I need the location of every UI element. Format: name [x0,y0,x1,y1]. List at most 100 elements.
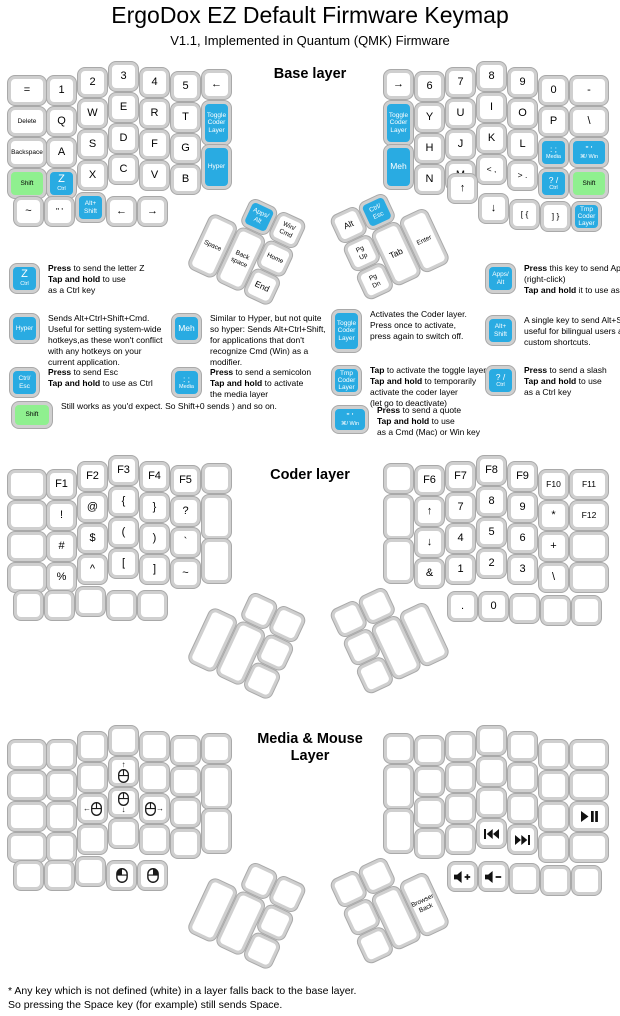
key-9: 9 [508,493,537,522]
blank-key [415,829,444,858]
key-label: " ' [585,143,593,154]
next-track-icon [515,834,530,845]
key-label: B [181,172,190,185]
key-: $ [78,524,107,553]
key-0: 0 [539,76,568,105]
key-n: N [415,165,444,194]
key-w: W [78,99,107,128]
apps-alt-key: Apps/ Alt [486,264,515,293]
layer-label-base: Base layer [273,66,347,82]
legend-line: Useful for setting system-wide [48,324,162,335]
key-label: Hyper [15,324,34,332]
key-label: 6 [519,531,526,544]
key-: = [8,76,46,105]
blank-key [107,591,136,620]
hyper-key: Hyper [10,314,39,343]
key-a: A [47,138,76,167]
right-arrow-key: → [384,70,413,99]
key-label: ( [121,525,126,538]
legend-line: Tap to activate the toggle layer. [370,365,488,375]
mouse-down-key: ↓ [109,788,138,817]
blank-key [8,532,46,561]
key-label: ↑ [459,181,466,194]
key-: ( [109,518,138,547]
left-arrow-key: ← [107,197,136,226]
key-label: # [58,539,65,552]
key-label: " ' [346,410,354,421]
key-label: G [181,141,190,154]
key-label: ← [211,77,222,90]
key-4: 4 [140,68,169,97]
shift-key: Shift [570,169,608,198]
key-: * [539,501,568,530]
blank-key [539,740,568,769]
blank-key [8,802,46,831]
semicolon-media-key: : ;Media [539,138,568,167]
key-label: ` [183,535,188,548]
legend-line: Tap and hold to use as Ctrl [48,378,153,389]
volume-down-icon [485,870,502,883]
key-f6: F6 [415,466,444,495]
key-: % [47,563,76,592]
blank-key [508,763,537,792]
blank-key [510,864,539,893]
key-2: 2 [477,549,506,578]
meh-key: Meh [172,314,201,343]
key-label: > . [517,169,528,180]
key-label: Delete [17,117,37,125]
legend-line: modifier. [210,357,243,368]
mouse-left-icon: ← [83,801,102,816]
blank-key [76,857,105,886]
key-: [ [109,549,138,578]
blank-key [202,734,231,763]
key-8: 8 [477,487,506,516]
legend-text: A single key to send Alt+Shiftuseful for… [524,315,620,348]
legend-line: with any hotkeys on your [48,346,142,357]
blank-key [446,794,475,823]
key-: } [140,493,169,522]
key-: { [109,487,138,516]
blank-key [508,732,537,761]
key-: + [539,532,568,561]
key-1: 1 [47,76,76,105]
key-i: I [477,93,506,122]
key-label: 3 [120,69,127,82]
blank-key [446,763,475,792]
key-label: : ; [182,373,191,384]
key-label: 2 [89,75,96,88]
key-label: Toggle Coder Layer [388,112,409,134]
key-label: ~ [25,204,32,217]
blank-key [572,596,601,625]
key-label: F11 [581,478,597,489]
key-label: Toggle Coder Layer [336,320,357,342]
key-label: C [119,162,128,175]
key-label: ← [116,204,127,217]
key-k: K [477,124,506,153]
key-label: 5 [488,525,495,538]
key-label: [ { [520,208,529,219]
key-sublabel: Media [179,383,194,390]
key-q: Q [47,107,76,136]
key-label: Backspace [11,148,43,156]
mouse-right-icon: → [145,801,164,816]
mouse-button-left-icon [115,868,128,883]
key-sublabel: Media [546,153,561,160]
key-x: X [78,161,107,190]
key-f8: F8 [477,456,506,485]
blank-key [446,825,475,854]
legend-line: as a Cmd (Mac) or Win key [377,427,480,438]
key-sublabel: Ctrl [57,186,66,193]
shift-key: Shift [12,402,52,428]
blank-key [8,740,46,769]
mouse-button-left-key [107,861,136,890]
next-track-key [508,825,537,854]
key-sublabel: Ctrl [496,381,505,388]
key-: ? [171,497,200,526]
toggle-coder-layer-key: Toggle Coder Layer [384,101,413,145]
key-label: → [393,77,404,90]
key-6: 6 [508,524,537,553]
legend-line: so hyper: Sends Alt+Ctrl+Shift, [210,324,326,335]
mouse-up-key: ↑ [109,757,138,786]
key-label: S [88,137,97,150]
